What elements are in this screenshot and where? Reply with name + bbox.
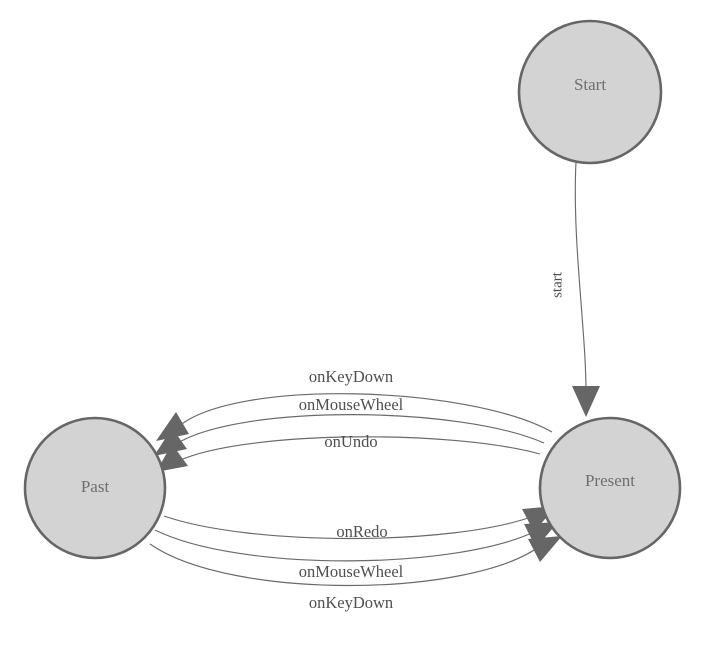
arrowhead-up-2 xyxy=(154,428,187,456)
node-label-present: Present xyxy=(585,471,635,490)
arrowhead-up-3 xyxy=(156,444,188,472)
arrowhead-start-to-present xyxy=(572,386,600,417)
edge-label-dn-2: onMouseWheel xyxy=(299,562,404,581)
edge-present-to-past-onmousewheel[interactable]: onMouseWheel xyxy=(154,395,545,456)
arrowhead-up-1 xyxy=(156,412,189,441)
edge-path-up-1 xyxy=(177,393,553,433)
node-past[interactable]: Past xyxy=(23,416,167,560)
edge-past-to-present-onkeydown[interactable]: onKeyDown xyxy=(149,536,562,612)
edge-path-up-2 xyxy=(175,414,545,445)
node-present[interactable]: Present xyxy=(538,416,682,560)
node-circle-past xyxy=(23,416,167,560)
edge-past-to-present-onredo[interactable]: onRedo xyxy=(163,506,556,541)
edge-path-start xyxy=(574,161,587,393)
edge-path-dn-3 xyxy=(149,543,541,586)
arrowhead-dn-2 xyxy=(524,522,558,548)
edge-label-dn-3: onKeyDown xyxy=(309,593,393,612)
edge-path-dn-2 xyxy=(154,529,537,562)
edge-label-up-2: onMouseWheel xyxy=(299,395,404,414)
edge-label-start: start xyxy=(549,271,565,298)
node-label-start: Start xyxy=(574,75,606,94)
edge-path-dn-1 xyxy=(163,515,535,540)
node-start[interactable]: Start xyxy=(517,19,663,165)
node-circle-start xyxy=(517,19,663,165)
arrowhead-dn-3 xyxy=(528,536,562,562)
node-circle-present xyxy=(538,416,682,560)
node-label-past: Past xyxy=(81,477,110,496)
edge-present-to-past-onundo[interactable]: onUndo xyxy=(156,432,541,472)
edge-label-dn-1: onRedo xyxy=(336,522,387,541)
edge-start-to-present[interactable]: start xyxy=(549,161,600,417)
edge-path-up-3 xyxy=(177,436,541,462)
edge-label-up-3: onUndo xyxy=(324,432,377,451)
edge-label-up-1: onKeyDown xyxy=(309,367,393,386)
edge-present-to-past-onkeydown[interactable]: onKeyDown xyxy=(156,367,553,441)
edge-past-to-present-onmousewheel[interactable]: onMouseWheel xyxy=(154,522,558,581)
